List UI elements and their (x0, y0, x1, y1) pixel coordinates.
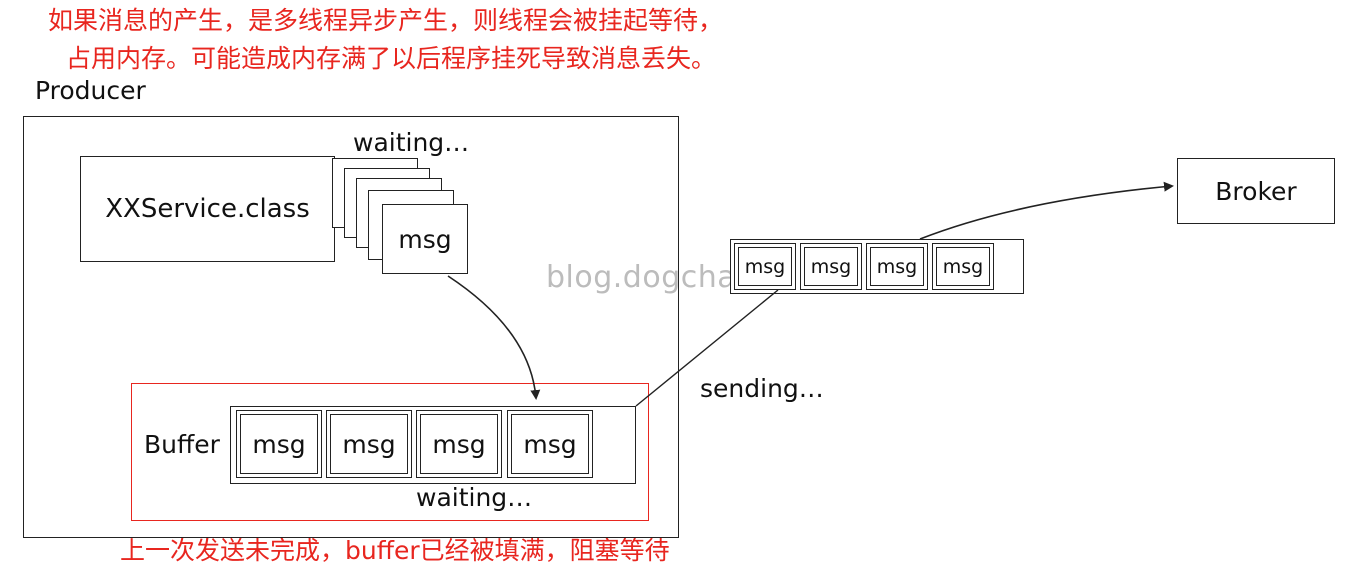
broker-label: Broker (1215, 176, 1297, 206)
buffer-waiting-label: waiting… (416, 483, 533, 512)
waiting-top-label: waiting… (353, 128, 470, 157)
bottom-note: 上一次发送未完成，buffer已经被填满，阻塞等待 (120, 536, 670, 565)
buffer-cell: msg (326, 410, 412, 478)
transit-to-broker-arrow (919, 181, 1174, 240)
buffer-cell: msg (236, 410, 322, 478)
stacked-msg-card-front: msg (382, 204, 468, 274)
producer-label: Producer (35, 76, 146, 105)
broker-box: Broker (1177, 158, 1335, 224)
buffer-label: Buffer (144, 430, 220, 459)
buffer-frame (131, 383, 649, 521)
msg-to-buffer-arrow (447, 275, 541, 400)
buffer-cell: msg (507, 410, 593, 478)
buffer-to-transit-line (635, 289, 779, 407)
transit-cell: msg (800, 243, 862, 290)
buffer-cell: msg (416, 410, 502, 478)
top-note-line-1: 如果消息的产生，是多线程异步产生，则线程会被挂起等待， (48, 6, 724, 35)
service-box: XXService.class (80, 156, 335, 262)
transit-cell: msg (734, 243, 796, 290)
transit-cell: msg (866, 243, 928, 290)
sending-label: sending… (700, 374, 824, 403)
top-note-line-2: 占用内存。可能造成内存满了以后程序挂死导致消息丢失。 (66, 44, 717, 73)
transit-cell: msg (932, 243, 994, 290)
service-label: XXService.class (105, 194, 310, 224)
stacked-msg-label: msg (398, 224, 452, 254)
